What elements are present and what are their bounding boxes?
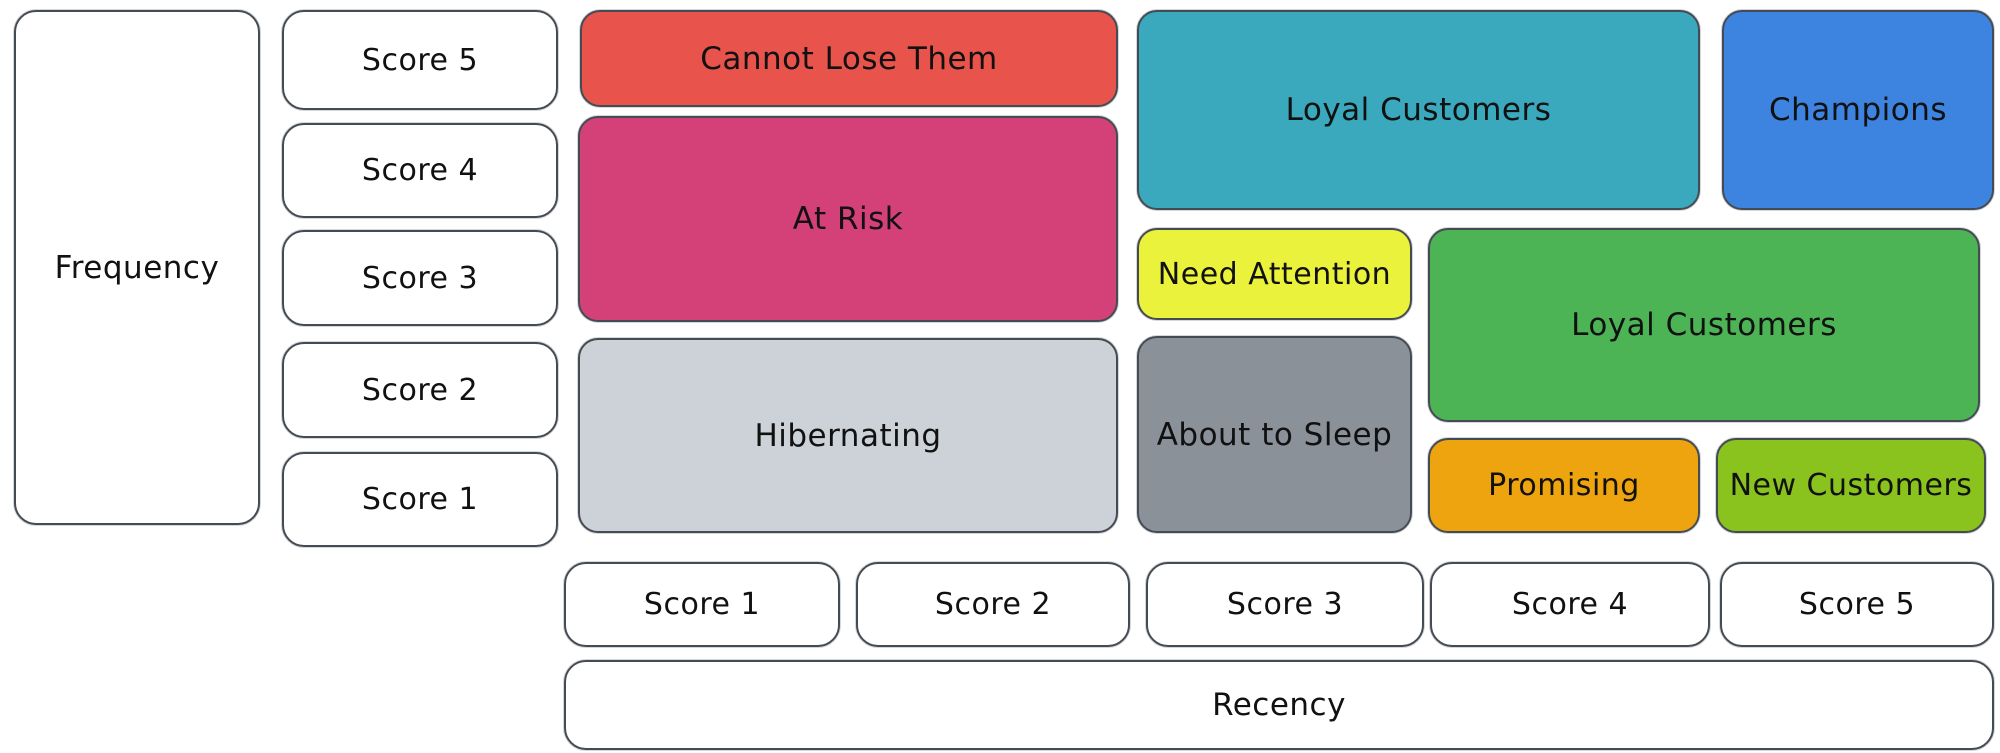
frequency-score-3-box: Score 3 [282,230,558,326]
frequency-axis-box: Frequency [14,10,260,525]
frequency-score-3-label: Score 3 [361,260,479,296]
segment-about-to-sleep: About to Sleep [1137,336,1412,533]
recency-axis-box: Recency [564,660,1994,750]
frequency-axis-label: Frequency [54,249,220,286]
frequency-score-5-label: Score 5 [361,42,479,78]
segment-at-risk-label: At Risk [792,201,904,237]
segment-new-customers: New Customers [1716,438,1986,533]
segment-promising-label: Promising [1488,468,1640,503]
segment-about-to-sleep-label: About to Sleep [1156,416,1393,453]
recency-score-3-label: Score 3 [1226,587,1344,622]
recency-score-1-label: Score 1 [643,587,761,622]
segment-loyal-customers-upper-label: Loyal Customers [1285,92,1552,128]
recency-score-5-box: Score 5 [1720,562,1994,647]
recency-score-3-box: Score 3 [1146,562,1424,647]
segment-loyal-customers-upper: Loyal Customers [1137,10,1700,210]
segment-promising: Promising [1428,438,1700,533]
segment-champions: Champions [1722,10,1994,210]
recency-score-1-box: Score 1 [564,562,840,647]
frequency-score-4-box: Score 4 [282,123,558,218]
segment-need-attention: Need Attention [1137,228,1412,320]
frequency-score-2-label: Score 2 [361,372,479,408]
recency-score-2-label: Score 2 [934,587,1052,622]
segment-cannot-lose-them-label: Cannot Lose Them [700,40,998,77]
frequency-score-1-box: Score 1 [282,452,558,547]
frequency-score-1-label: Score 1 [361,482,479,517]
segment-need-attention-label: Need Attention [1157,256,1392,292]
recency-score-4-box: Score 4 [1430,562,1710,647]
frequency-score-5-box: Score 5 [282,10,558,110]
segment-hibernating: Hibernating [578,338,1118,533]
segment-new-customers-label: New Customers [1729,468,1973,503]
recency-score-5-label: Score 5 [1798,587,1916,622]
recency-score-4-label: Score 4 [1511,587,1629,622]
frequency-score-4-label: Score 4 [361,153,479,188]
segment-champions-label: Champions [1768,92,1948,128]
recency-score-2-box: Score 2 [856,562,1130,647]
segment-loyal-customers-right-label: Loyal Customers [1571,307,1837,343]
recency-axis-label: Recency [1212,687,1346,723]
segment-cannot-lose-them: Cannot Lose Them [580,10,1118,107]
frequency-score-2-box: Score 2 [282,342,558,438]
segment-hibernating-label: Hibernating [754,417,942,454]
segment-loyal-customers-right: Loyal Customers [1428,228,1980,422]
segment-at-risk: At Risk [578,116,1118,322]
